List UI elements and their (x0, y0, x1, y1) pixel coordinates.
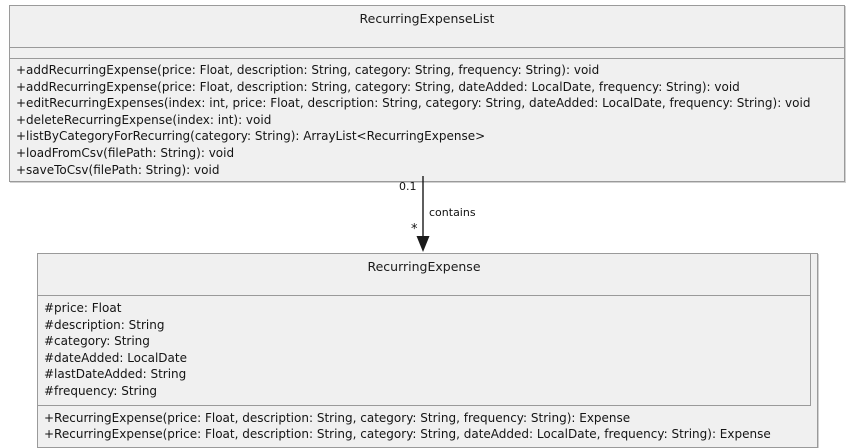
operations-compartment-recurring-expense: +RecurringExpense(price: Float, descript… (38, 406, 817, 447)
operation-row: +editRecurringExpenses(index: int, price… (16, 96, 811, 111)
attribute-row: #dateAdded: LocalDate (44, 350, 187, 365)
class-name-recurring-expense-list: RecurringExpenseList (10, 6, 844, 48)
uml-class-recurring-expense[interactable]: RecurringExpense #price: Float #descript… (37, 253, 818, 448)
uml-class-recurring-expense-list[interactable]: RecurringExpenseList +addRecurringExpens… (9, 5, 845, 183)
class-name-recurring-expense: RecurringExpense (38, 254, 811, 296)
attribute-row: #frequency: String (44, 383, 158, 398)
attributes-compartment-recurring-expense: #price: Float #description: String #cate… (38, 296, 811, 406)
attribute-row: #lastDateAdded: String (44, 367, 187, 382)
operation-row: +loadFromCsv(filePath: String): void (16, 145, 235, 160)
operation-row: +RecurringExpense(price: Float, descript… (44, 427, 771, 442)
attribute-row: #category: String (44, 334, 150, 349)
attribute-row: #description: String (44, 317, 165, 332)
association-target-multiplicity: * (411, 222, 418, 237)
operation-row: +addRecurringExpense(price: Float, descr… (16, 63, 600, 77)
operation-row: +addRecurringExpense(price: Float, descr… (16, 79, 740, 94)
attributes-compartment-recurring-expense-list (10, 48, 844, 59)
operation-row: +deleteRecurringExpense(index: int): voi… (16, 112, 272, 127)
association-label: contains (429, 206, 476, 219)
attribute-row: #price: Float (44, 301, 122, 315)
operation-row: +listByCategoryForRecurring(category: St… (16, 129, 486, 144)
operations-compartment-recurring-expense-list: +addRecurringExpense(price: Float, descr… (10, 59, 844, 181)
association-source-multiplicity: 0.1 (399, 180, 417, 193)
operation-row: +saveToCsv(filePath: String): void (16, 162, 220, 177)
operation-row: +RecurringExpense(price: Float, descript… (44, 410, 631, 425)
association-arrowhead-icon (416, 236, 430, 252)
